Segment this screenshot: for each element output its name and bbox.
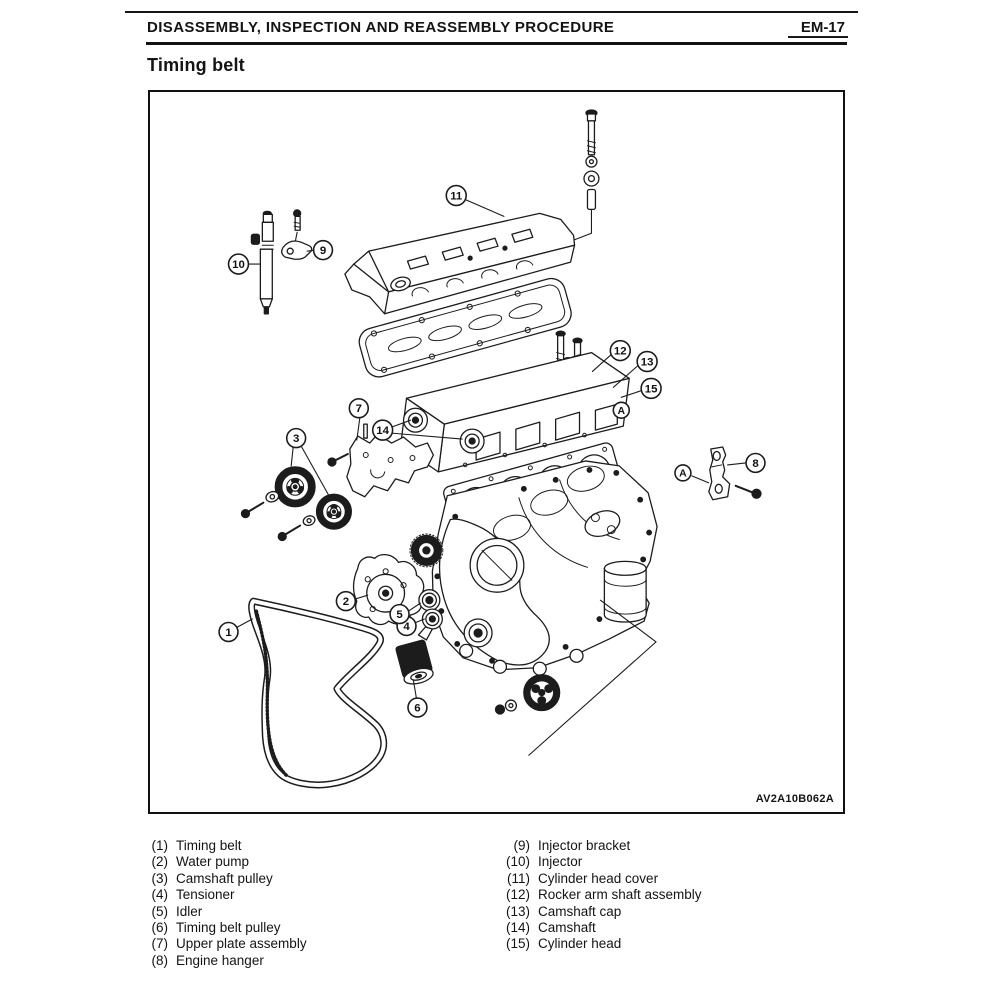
svg-text:7: 7 — [356, 403, 362, 415]
cylinder-head-cover — [344, 212, 576, 315]
svg-text:A: A — [679, 469, 687, 480]
section-title: Timing belt — [147, 55, 245, 75]
header-rule — [146, 42, 847, 45]
water-pump — [352, 554, 425, 626]
part-item: (7)Upper plate assembly — [151, 936, 307, 952]
projection-lines — [528, 599, 657, 756]
cover-gasket — [358, 277, 572, 378]
camshafts — [402, 407, 485, 454]
idler — [418, 589, 441, 612]
part-item: (4)Tensioner — [151, 887, 235, 903]
part-item: (12)Rocker arm shaft assembly — [505, 887, 702, 903]
callout-13: 13 — [636, 350, 658, 373]
marker-A-head: A — [612, 401, 631, 419]
crankshaft-pulley — [494, 674, 561, 715]
callout-11: 11 — [445, 184, 467, 207]
svg-text:8: 8 — [752, 458, 758, 470]
exploded-diagram: 1 2 3 4 5 6 7 8 9 10 11 12 13 14 15 A A — [218, 109, 766, 789]
part-item: (15)Cylinder head — [505, 936, 622, 952]
svg-text:4: 4 — [403, 621, 410, 633]
part-item: (11)Cylinder head cover — [506, 870, 659, 886]
part-item: (1)Timing belt — [151, 838, 242, 853]
callout-6: 6 — [407, 697, 428, 718]
svg-text:15: 15 — [645, 383, 658, 395]
callout-8: 8 — [745, 452, 766, 474]
page-number-rule — [788, 36, 848, 38]
tensioner — [417, 608, 443, 641]
injector-bracket — [281, 209, 313, 260]
svg-text:14: 14 — [376, 425, 389, 437]
part-item: (13)Camshaft cap — [505, 903, 622, 919]
page-header-title: DISASSEMBLY, INSPECTION AND REASSEMBLY P… — [147, 19, 615, 36]
svg-text:A: A — [618, 406, 626, 417]
svg-text:6: 6 — [414, 703, 420, 715]
injector — [250, 210, 274, 315]
callout-10: 10 — [227, 253, 250, 275]
page-top-rule — [125, 11, 858, 13]
svg-text:11: 11 — [450, 190, 463, 202]
part-item: (5)Idler — [151, 903, 203, 919]
page-number: EM-17 — [800, 19, 845, 36]
figure-box: 1 2 3 4 5 6 7 8 9 10 11 12 13 14 15 A A … — [148, 90, 845, 814]
part-item: (8)Engine hanger — [151, 952, 264, 968]
callout-14: 14 — [371, 419, 394, 441]
part-item: (14)Camshaft — [505, 919, 596, 935]
svg-text:1: 1 — [225, 627, 232, 639]
parts-list-right: (9)Injector bracket (10)Injector (11)Cyl… — [496, 838, 702, 953]
part-item: (3)Camshaft pulley — [151, 870, 273, 886]
svg-text:9: 9 — [320, 245, 326, 257]
svg-text:12: 12 — [614, 346, 627, 358]
svg-text:5: 5 — [396, 609, 403, 621]
svg-text:13: 13 — [641, 356, 654, 368]
leader-lines — [236, 198, 747, 700]
callout-1: 1 — [218, 621, 239, 643]
callout-9: 9 — [312, 239, 334, 261]
callout-15: 15 — [640, 377, 662, 400]
part-item: (6)Timing belt pulley — [151, 919, 281, 935]
figure-code: AV2A10B062A — [755, 793, 834, 805]
part-item: (9)Injector bracket — [513, 838, 631, 853]
engine-block — [409, 460, 658, 676]
camshaft-pulleys — [240, 466, 352, 542]
callout-7: 7 — [348, 398, 370, 419]
timing-belt-pulley — [395, 639, 434, 685]
svg-text:2: 2 — [343, 596, 349, 608]
callout-12: 12 — [609, 339, 632, 362]
callout-2: 2 — [335, 590, 357, 612]
engine-hanger — [708, 446, 762, 501]
parts-list-left: (1)Timing belt (2)Water pump (3)Camshaft… — [134, 838, 307, 969]
callout-5: 5 — [389, 603, 410, 625]
marker-A-hanger: A — [674, 464, 692, 482]
svg-text:3: 3 — [293, 433, 299, 445]
part-item: (10)Injector — [505, 854, 583, 870]
part-item: (2)Water pump — [151, 854, 250, 870]
callout-3: 3 — [285, 427, 307, 449]
timing-belt — [248, 597, 388, 789]
cylinder-head — [399, 351, 630, 473]
oil-filter — [603, 560, 647, 623]
svg-text:10: 10 — [232, 259, 245, 271]
